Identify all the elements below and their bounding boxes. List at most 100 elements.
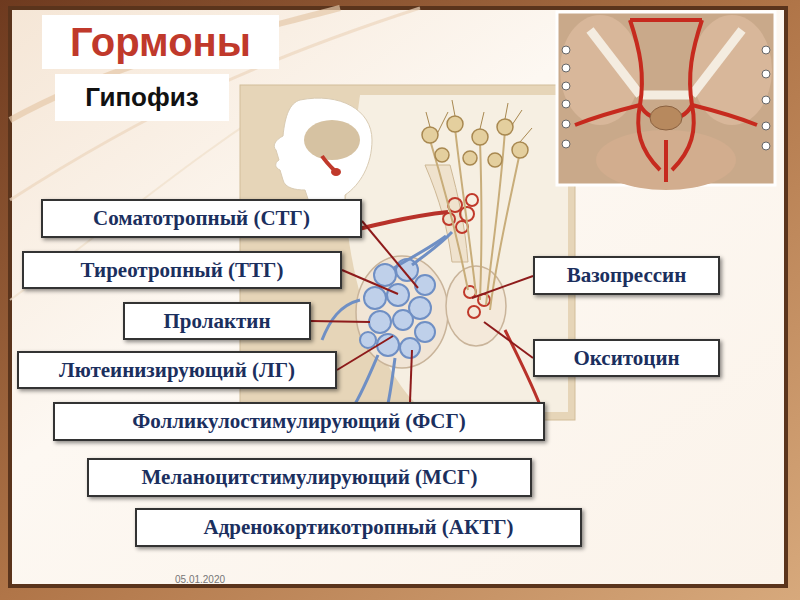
- hormone-box: Вазопрессин: [533, 256, 720, 295]
- brain-arteries-photo-part: [562, 46, 770, 150]
- brain-arteries-photo-part-part: [664, 140, 668, 182]
- brain-arteries-photo-part-part: [562, 100, 570, 108]
- pituitary-illustration-part-part: [322, 300, 360, 340]
- pituitary-illustration-part: [426, 100, 532, 142]
- hormone-name: Адренокортикотропный (АКТГ): [203, 515, 513, 539]
- pituitary-illustration-part: [360, 259, 435, 358]
- brain-arteries-photo-part-part: [640, 91, 692, 100]
- brain-arteries-photo-part-part: [692, 105, 757, 125]
- leader-lines-part: [311, 321, 370, 322]
- hormone-box: Тиреотропный (ТТГ): [22, 251, 342, 289]
- brain-arteries-photo-part-part: [672, 20, 702, 170]
- brain-arteries-photo-part: [692, 15, 772, 125]
- brain-arteries-photo-part: [560, 15, 640, 125]
- brain-arteries-photo-part: [590, 30, 742, 95]
- pituitary-illustration-part-part: [426, 100, 532, 142]
- pituitary-illustration-part-part: [400, 338, 420, 358]
- pituitary-illustration-part-part: [497, 119, 513, 135]
- leader-lines-part: [337, 336, 393, 370]
- subtitle: Гипофиз: [85, 83, 198, 112]
- brain-arteries-photo: [557, 12, 775, 190]
- brain-arteries-photo-part: [557, 12, 775, 185]
- pituitary-illustration-part-part: [488, 153, 502, 167]
- pituitary-illustration-part: [274, 98, 372, 205]
- leader-lines: [311, 221, 533, 402]
- hormone-box: Фолликулостимулирующий (ФСГ): [53, 402, 545, 441]
- hormone-name: Пролактин: [163, 309, 270, 333]
- pituitary-illustration-part: [446, 266, 506, 346]
- title-box: Гормоны: [42, 15, 279, 69]
- pituitary-illustration-part-part: [422, 127, 438, 143]
- leader-lines-part: [362, 221, 418, 288]
- pituitary-illustration-part-part: [463, 151, 477, 165]
- hormone-name: Лютеинизирующий (ЛГ): [59, 358, 295, 382]
- brain-arteries-photo-part-part: [562, 140, 570, 148]
- pituitary-illustration-part-part: [430, 140, 468, 290]
- pituitary-illustration-part-part: [468, 306, 480, 318]
- pituitary-illustration-part: [430, 128, 520, 310]
- pituitary-illustration-part-part: [394, 236, 446, 268]
- hormone-box: Соматотропный (СТГ): [41, 199, 362, 238]
- brain-arteries-photo-part-part: [762, 122, 770, 130]
- brain-arteries-photo-part-part: [630, 18, 702, 22]
- pituitary-illustration-part: [331, 168, 341, 176]
- hormone-name: Фолликулостимулирующий (ФСГ): [132, 409, 466, 433]
- pituitary-illustration-part-part: [369, 311, 391, 333]
- hormone-box: Лютеинизирующий (ЛГ): [17, 351, 337, 389]
- pituitary-illustration-part: [322, 156, 334, 170]
- pituitary-illustration-part-part: [387, 284, 409, 306]
- pituitary-illustration-part-part: [415, 275, 435, 295]
- hormone-box: Адренокортикотропный (АКТГ): [135, 508, 582, 547]
- hormone-box: Меланоцитстимулирующий (МСГ): [87, 458, 532, 497]
- brain-arteries-photo-part-part: [692, 30, 742, 95]
- hormone-box: Пролактин: [123, 302, 311, 340]
- pituitary-illustration-part-part: [447, 116, 463, 132]
- pituitary-illustration-part-part: [415, 322, 435, 342]
- date-label: 05.01.2020: [175, 574, 225, 585]
- pituitary-illustration-part-part: [512, 142, 528, 158]
- brain-arteries-photo-part: [596, 130, 736, 190]
- hormone-name: Соматотропный (СТГ): [93, 206, 310, 230]
- pituitary-illustration-part-part: [364, 287, 386, 309]
- brain-arteries-photo-part-part: [762, 70, 770, 78]
- brain-arteries-photo-part-part: [762, 142, 770, 150]
- brain-arteries-photo-part-part: [562, 120, 570, 128]
- pituitary-illustration-part-part: [480, 140, 482, 300]
- pituitary-illustration-part-part: [374, 264, 396, 286]
- pituitary-illustration-part: [304, 120, 360, 160]
- pituitary-illustration-part-part: [377, 334, 399, 356]
- slide-background-part: [10, 8, 786, 586]
- pituitary-illustration-part-part: [472, 129, 488, 145]
- brain-arteries-photo-part-part: [762, 96, 770, 104]
- pituitary-illustration-part-part: [435, 148, 449, 162]
- brain-arteries-photo-part-part: [562, 46, 570, 54]
- pituitary-illustration-part-part: [393, 310, 413, 330]
- pituitary-illustration-part-part: [360, 332, 376, 348]
- hormone-box: Окситоцин: [533, 339, 720, 377]
- pituitary-illustration-part-part: [455, 128, 476, 295]
- pituitary-illustration-part: [422, 116, 528, 167]
- pituitary-illustration-part-part: [466, 194, 478, 206]
- brain-arteries-photo-part-part: [562, 82, 570, 90]
- brain-arteries-photo-part: [650, 106, 682, 130]
- brain-arteries-photo-part-part: [575, 105, 640, 125]
- hormone-name: Меланоцитстимулирующий (МСГ): [142, 465, 478, 489]
- hormone-name: Окситоцин: [573, 346, 679, 370]
- leader-lines-part: [472, 276, 533, 298]
- leader-lines-part: [342, 270, 398, 294]
- brain-arteries-photo-part-part: [762, 46, 770, 54]
- subtitle-box: Гипофиз: [55, 74, 229, 121]
- brain-arteries-photo-part-part: [630, 20, 660, 170]
- hormone-name: Вазопрессин: [567, 263, 687, 287]
- slide-title: Гормоны: [70, 20, 251, 64]
- brain-arteries-photo-part: [575, 20, 757, 182]
- leader-lines-part: [484, 322, 533, 358]
- brain-arteries-photo-part-part: [590, 30, 640, 95]
- leader-lines-part: [410, 350, 412, 402]
- brain-arteries-photo-part-part: [562, 64, 570, 72]
- hormone-name: Тиреотропный (ТТГ): [81, 258, 284, 282]
